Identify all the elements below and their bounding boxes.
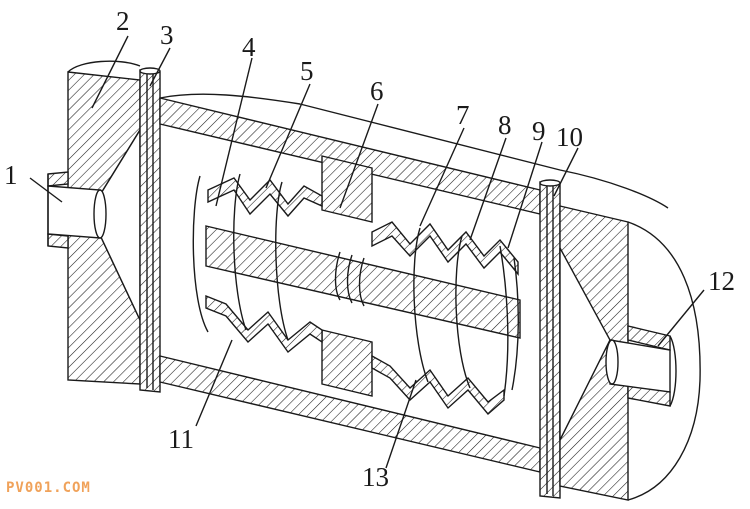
label-1: 1 bbox=[4, 160, 18, 190]
label-9: 9 bbox=[532, 116, 546, 146]
label-6: 6 bbox=[370, 76, 384, 106]
left-plate bbox=[139, 67, 161, 393]
right-end-cap bbox=[559, 205, 701, 501]
helical-screw bbox=[192, 173, 521, 415]
label-11: 11 bbox=[168, 424, 194, 454]
watermark: PV001.COM bbox=[6, 480, 91, 496]
right-plate bbox=[539, 179, 561, 499]
label-4: 4 bbox=[242, 32, 256, 62]
label-12: 12 bbox=[708, 266, 735, 296]
label-13: 13 bbox=[362, 462, 389, 492]
label-3: 3 bbox=[160, 20, 174, 50]
label-7: 7 bbox=[456, 100, 470, 130]
part-labels: 1 2 3 4 5 6 7 8 9 10 11 12 13 bbox=[4, 6, 735, 492]
label-8: 8 bbox=[498, 110, 512, 140]
label-2: 2 bbox=[116, 6, 130, 36]
label-5: 5 bbox=[300, 56, 314, 86]
leader-lines bbox=[29, 35, 705, 469]
inlet-tube bbox=[47, 171, 107, 249]
housing-walls bbox=[159, 93, 669, 473]
label-10: 10 bbox=[556, 122, 583, 152]
